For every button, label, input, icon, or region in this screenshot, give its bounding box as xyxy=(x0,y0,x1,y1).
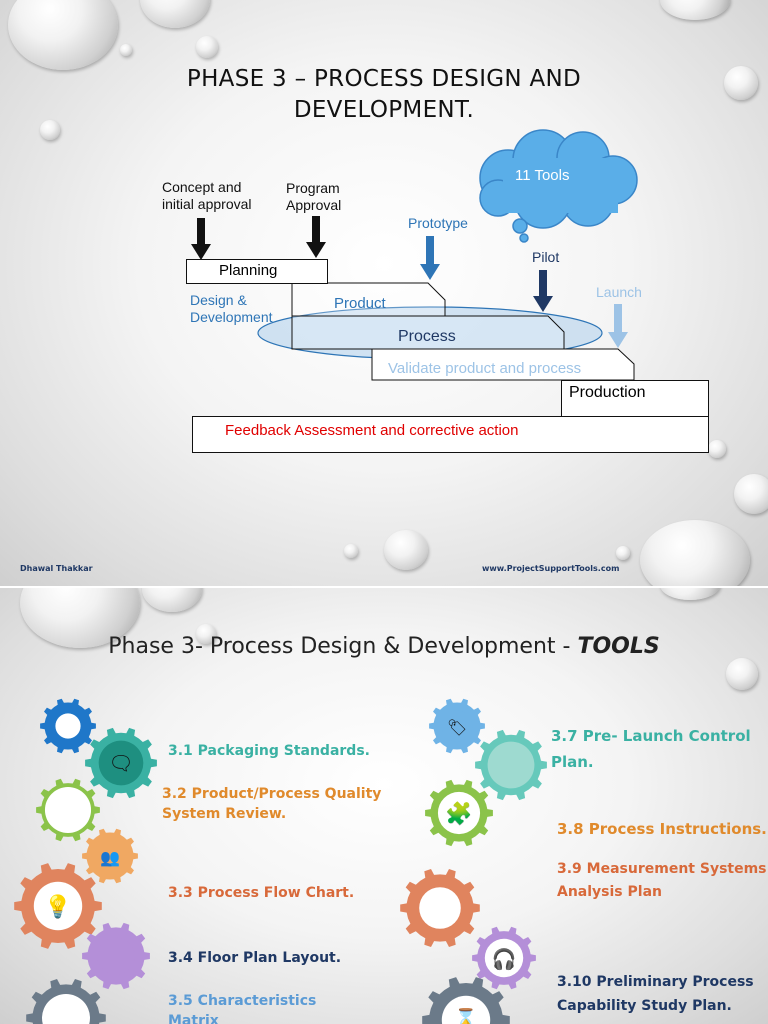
product-phase-shape xyxy=(291,282,446,317)
validate-phase-shape xyxy=(371,348,635,381)
gear-grey-icon xyxy=(422,977,510,1024)
production-label: Production xyxy=(569,384,646,401)
gear-lime-icon xyxy=(425,779,493,847)
gear-blue-icon xyxy=(40,698,96,754)
tool-3-3: 3.3 Process Flow Chart. xyxy=(168,885,355,901)
planning-phase-box: Planning xyxy=(186,259,328,284)
tool-3-4: 3.4 Floor Plan Layout. xyxy=(168,950,342,966)
gear-mint-icon xyxy=(475,729,547,801)
gear-slate-icon xyxy=(26,979,106,1024)
concept-approval-label: Concept and initial approval xyxy=(162,179,252,212)
water-drop-decoration xyxy=(734,474,768,514)
water-drop-decoration xyxy=(640,520,750,586)
feedback-label: Feedback Assessment and corrective actio… xyxy=(225,422,519,439)
gear-teal-icon xyxy=(85,727,157,799)
tool-3-2: 3.2 Product/Process Quality System Revie… xyxy=(162,786,382,822)
water-drop-decoration xyxy=(196,36,218,58)
slide-title: PHASE 3 – PROCESS DESIGN AND DEVELOPMENT… xyxy=(0,64,768,126)
website-url: www.ProjectSupportTools.com xyxy=(482,564,620,573)
validate-label: Validate product and process xyxy=(388,360,582,377)
launch-arrow-icon xyxy=(608,304,628,348)
product-label: Product xyxy=(334,295,386,312)
pilot-label: Pilot xyxy=(532,249,560,265)
water-drop-decoration xyxy=(616,546,630,560)
price-tag-icon: 🏷 xyxy=(447,718,467,737)
water-drop-decoration xyxy=(344,544,358,558)
tool-3-9: 3.9 Measurement Systems Analysis Plan xyxy=(557,861,767,900)
lightbulb-icon: 💡 xyxy=(44,894,71,920)
production-phase-box: Production xyxy=(561,380,709,417)
gear-purple-icon xyxy=(82,922,150,990)
planning-label: Planning xyxy=(219,262,278,279)
gear-salmon-icon xyxy=(400,869,480,947)
gear-violet-icon xyxy=(472,926,536,990)
launch-label: Launch xyxy=(596,284,642,300)
process-label: Process xyxy=(398,328,456,345)
tool-3-8: 3.8 Process Instructions. xyxy=(557,820,767,838)
water-drop-decoration xyxy=(384,530,428,570)
gear-orange-icon xyxy=(82,828,138,884)
water-drop-decoration xyxy=(120,44,132,56)
water-drop-decoration xyxy=(724,66,758,100)
water-drop-decoration xyxy=(660,588,720,600)
cloud-label: 11 Tools xyxy=(515,167,570,184)
tool-3-5: 3.5 Characteristics Matrix xyxy=(168,993,317,1024)
water-drop-decoration xyxy=(196,624,216,644)
water-drop-decoration xyxy=(726,658,758,690)
program-arrow-icon xyxy=(306,216,326,258)
milestone-arrows xyxy=(191,216,635,381)
water-drop-decoration xyxy=(708,440,726,458)
pilot-arrow-icon xyxy=(533,270,553,312)
chat-bubbles-icon: 🗨 xyxy=(108,751,133,775)
process-phase-shape xyxy=(291,315,565,350)
gear-green-icon xyxy=(36,778,100,842)
slide-process-overview: PHASE 3 – PROCESS DESIGN AND DEVELOPMENT… xyxy=(0,0,768,586)
slide-tools: Phase 3- Process Design & Development - … xyxy=(0,588,768,1024)
prototype-label: Prototype xyxy=(408,215,468,231)
prototype-arrow-icon xyxy=(420,236,440,280)
slide-title: Phase 3- Process Design & Development - … xyxy=(0,634,768,659)
feedback-phase-box: Feedback Assessment and corrective actio… xyxy=(192,416,709,453)
title-emphasis: TOOLS xyxy=(577,634,660,659)
slide-title-text: PHASE 3 – PROCESS DESIGN AND DEVELOPMENT… xyxy=(186,66,582,123)
program-approval-label: Program Approval xyxy=(286,180,342,213)
tool-3-1: 3.1 Packaging Standards. xyxy=(168,743,370,759)
title-prefix: Phase 3- Process Design & Development - xyxy=(108,634,578,659)
water-drop-decoration xyxy=(40,120,60,140)
design-development-label: Design & Development xyxy=(190,292,273,325)
tool-3-7: 3.7 Pre- Launch Control Plan. xyxy=(551,727,751,771)
puzzle-icon: 🧩 xyxy=(445,801,472,827)
hourglass-icon: ⌛ xyxy=(455,1007,477,1024)
tool-3-10: 3.10 Preliminary Process Capability Stud… xyxy=(557,974,754,1014)
cloud-icon xyxy=(479,129,638,243)
author-name: Dhawal Thakkar xyxy=(20,564,93,573)
gear-coral-icon xyxy=(14,863,102,949)
water-drop-decoration xyxy=(8,0,118,70)
gear-graphics: 🗨 👥 💡 🏷 🧩 🎧 ⌛ xyxy=(14,698,547,1024)
gear-lightblue-icon xyxy=(429,698,485,754)
water-drop-decoration xyxy=(660,0,730,20)
people-icon: 👥 xyxy=(100,848,120,867)
slide-separator xyxy=(0,586,768,588)
concept-arrow-icon xyxy=(191,218,211,260)
headphones-icon: 🎧 xyxy=(492,947,517,971)
